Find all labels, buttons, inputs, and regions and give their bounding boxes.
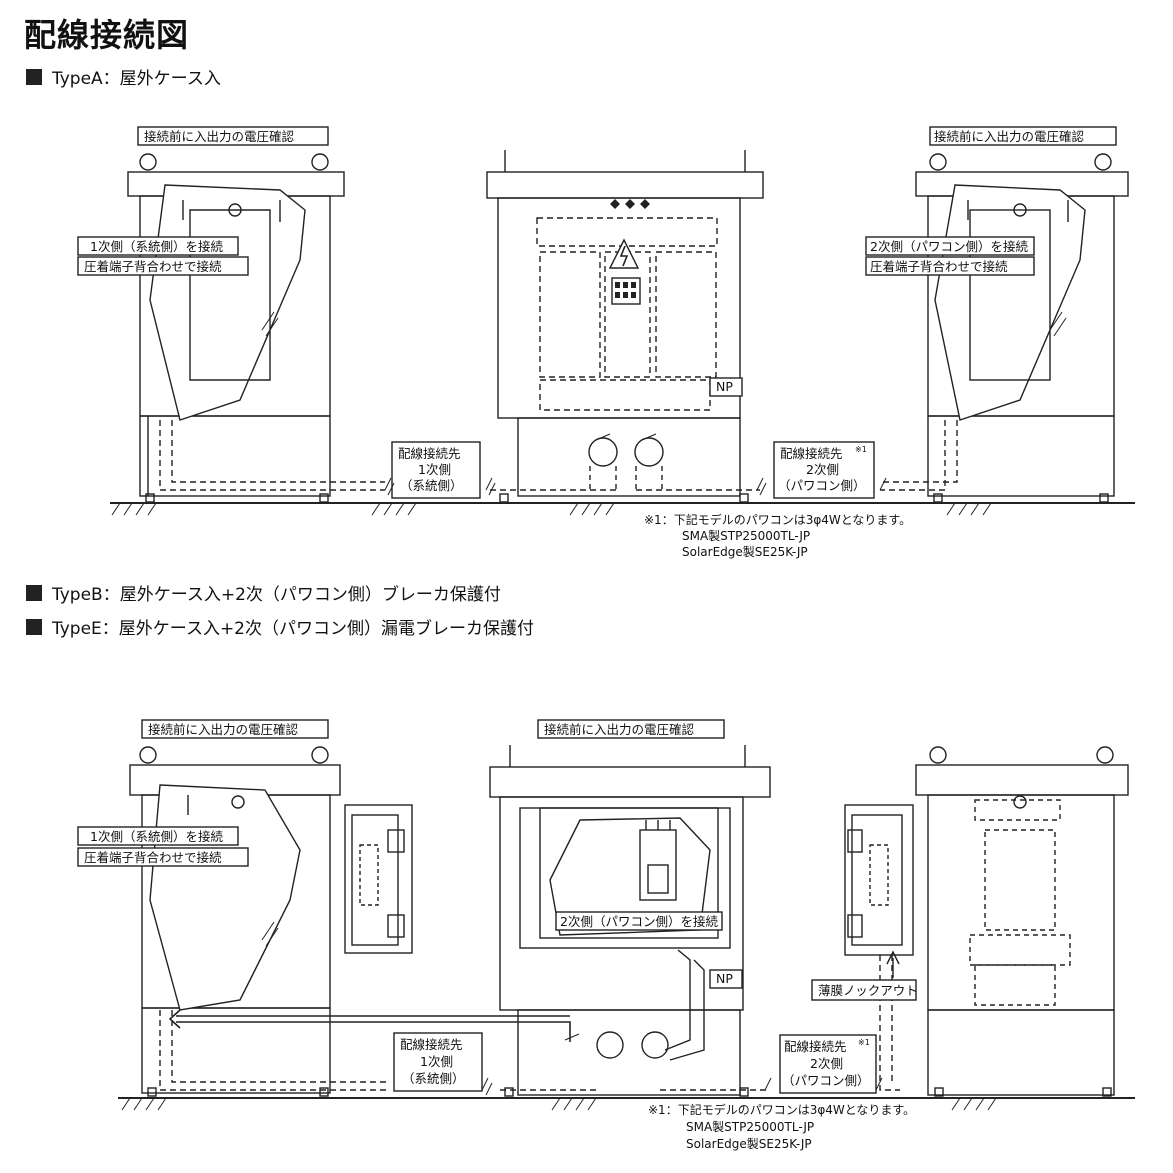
type-a-diagram [77, 126, 1135, 516]
high-voltage-warning-icon [608, 238, 640, 269]
note-line-2: SMA製STP25000TL-JP [682, 529, 810, 543]
left-outdoor-case-a [127, 153, 385, 503]
note-line-3: SolarEdge製SE25K-JP [686, 1137, 812, 1151]
lifting-eye-icon [1096, 746, 1114, 764]
left-outdoor-case-b [129, 746, 413, 1097]
grid-side-label: （系統側） [402, 1071, 465, 1086]
section-type-a-label: TypeA：屋外ケース入 [52, 69, 221, 89]
transformer-a [486, 150, 764, 503]
square-bullet-icon [26, 584, 42, 601]
knockout-label: 薄膜ノックアウト [818, 983, 918, 998]
lifting-eye-icon [929, 746, 947, 764]
section-type-a: TypeA：屋外ケース入 [26, 64, 221, 89]
primary-connect-label: 1次側（系統側）を接続 [90, 829, 223, 844]
note-line-1: ※1：下記モデルのパワコンは3φ4Wとなります。 [648, 1102, 915, 1117]
lifting-eye-icon [311, 153, 329, 171]
lifting-eye-icon [139, 746, 157, 764]
transformer-b [168, 745, 771, 1097]
right-outdoor-case-a [880, 153, 1129, 503]
lifting-eye-icon [139, 153, 157, 171]
note-line-2: SMA製STP25000TL-JP [686, 1120, 814, 1134]
voltage-check-label: 接続前に入出力の電圧確認 [148, 722, 299, 737]
np-plate [709, 377, 743, 397]
section-type-b-label: TypeB：屋外ケース入+2次（パワコン側）ブレーカ保護付 [52, 585, 501, 605]
secondary-connect-label: 2次側（パワコン側）を接続 [560, 914, 718, 929]
star-mark: ※1 [858, 1038, 870, 1047]
lifting-eye-icon [1094, 153, 1112, 171]
section-type-b: TypeB：屋外ケース入+2次（パワコン側）ブレーカ保護付 [26, 580, 501, 605]
note-line-1: ※1：下記モデルのパワコンは3φ4Wとなります。 [644, 512, 911, 527]
page-title: 配線接続図 [24, 16, 190, 54]
pcs-side-label: （パワコン側） [778, 478, 866, 493]
square-bullet-icon [26, 68, 42, 85]
primary-side-label: 1次側 [418, 462, 451, 477]
type-be-diagram [77, 719, 1135, 1111]
crimp-connect-label: 圧着端子背合わせで接続 [84, 259, 222, 274]
dest-title-star-label: 配線接続先 [784, 1039, 847, 1054]
np-label: NP [716, 971, 733, 986]
dest-title-star-label: 配線接続先 [780, 446, 843, 461]
right-outdoor-case-b [844, 746, 1129, 1097]
dest-title-label: 配線接続先 [398, 446, 461, 461]
pcs-side-label: （パワコン側） [782, 1073, 870, 1088]
np-label: NP [716, 379, 733, 394]
primary-side-label: 1次側 [420, 1054, 453, 1069]
voltage-check-label: 接続前に入出力の電圧確認 [934, 129, 1085, 144]
secondary-connect-label: 2次側（パワコン側）を接続 [870, 239, 1028, 254]
secondary-side-label: 2次側 [810, 1056, 843, 1071]
nameplate-icon [611, 277, 641, 305]
voltage-check-label: 接続前に入出力の電圧確認 [144, 129, 295, 144]
square-bullet-icon [26, 618, 42, 635]
star-mark: ※1 [855, 445, 867, 454]
lifting-eye-icon [311, 746, 329, 764]
lifting-eye-icon [929, 153, 947, 171]
secondary-side-label: 2次側 [806, 462, 839, 477]
grid-side-label: （系統側） [400, 478, 463, 493]
note-line-3: SolarEdge製SE25K-JP [682, 545, 808, 559]
primary-connect-label: 1次側（系統側）を接続 [90, 239, 223, 254]
np-plate [709, 969, 743, 989]
section-type-e: TypeE：屋外ケース入+2次（パワコン側）漏電ブレーカ保護付 [26, 614, 534, 639]
voltage-check-label: 接続前に入出力の電圧確認 [544, 722, 695, 737]
crimp-connect-label: 圧着端子背合わせで接続 [84, 850, 222, 865]
dest-title-label: 配線接続先 [400, 1037, 463, 1052]
crimp-connect-label: 圧着端子背合わせで接続 [870, 259, 1008, 274]
section-type-e-label: TypeE：屋外ケース入+2次（パワコン側）漏電ブレーカ保護付 [52, 619, 534, 639]
